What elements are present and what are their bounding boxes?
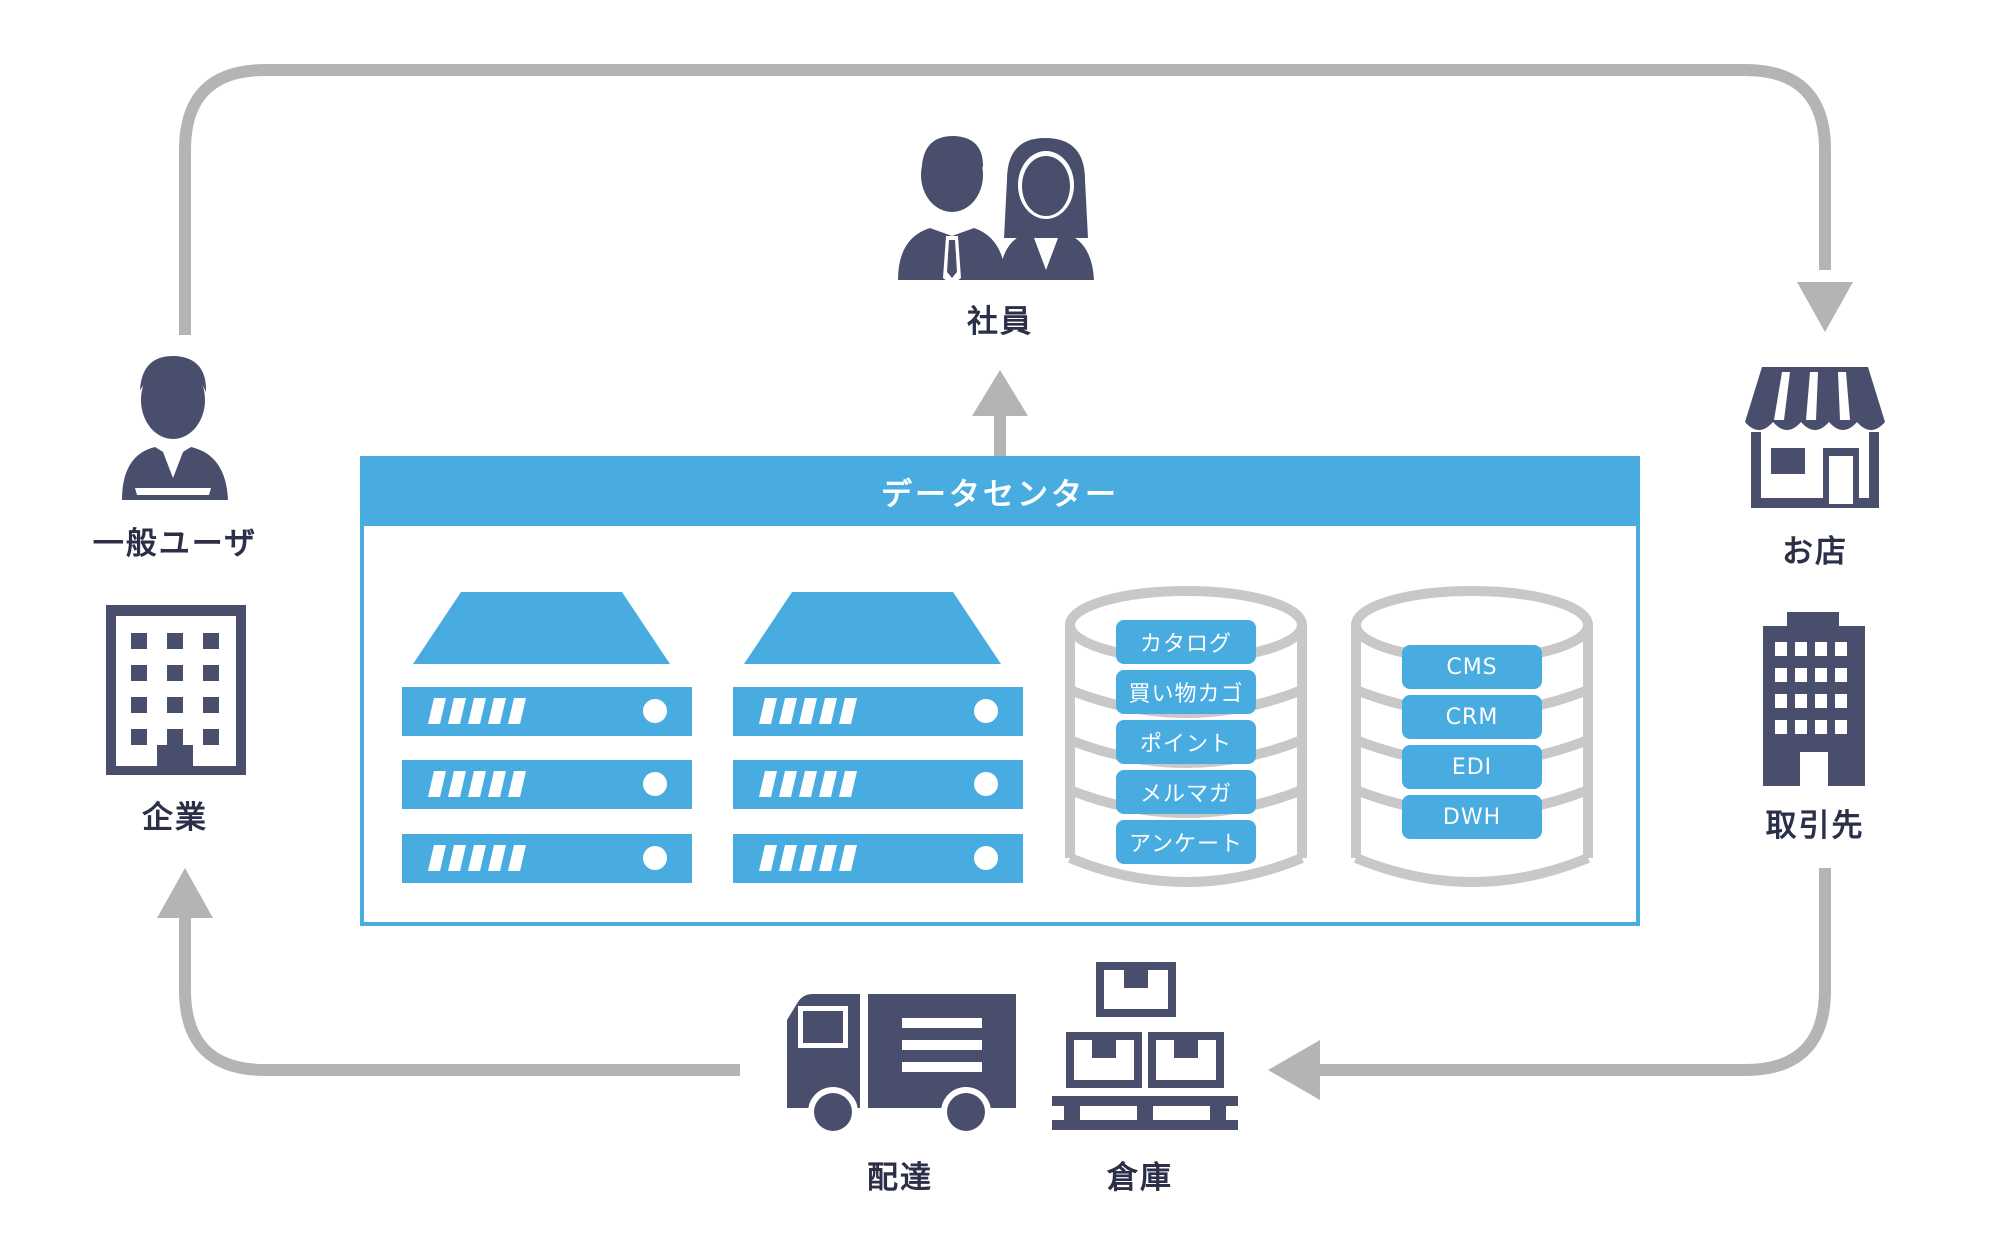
db-item-cms: CMS — [1402, 645, 1542, 689]
arrow-delivery-to-company — [179, 915, 740, 1076]
data-center-frame — [360, 456, 1640, 926]
arrow-head-down-shop — [1797, 282, 1853, 332]
storefront-icon — [1745, 367, 1885, 508]
label-company: 企業 — [142, 800, 208, 836]
label-delivery: 配達 — [867, 1160, 933, 1196]
label-general-user: 一般ユーザ — [92, 526, 258, 562]
office-building-icon — [106, 605, 246, 775]
db-item-cart: 買い物カゴ — [1116, 670, 1256, 714]
data-center-header — [360, 456, 1640, 526]
arrow-user-to-shop — [179, 64, 1831, 335]
db-item-survey: アンケート — [1116, 820, 1256, 864]
db-item-dwh: DWH — [1402, 795, 1542, 839]
db-item-edi: EDI — [1402, 745, 1542, 789]
delivery-truck-icon — [787, 994, 1016, 1137]
data-center-box — [360, 456, 1640, 926]
data-center-title: データセンター — [881, 476, 1119, 513]
flow-arrows — [179, 64, 1831, 1076]
arrow-partner-to-warehouse — [1315, 868, 1831, 1076]
arrow-head-left-warehouse — [1268, 1040, 1320, 1100]
arrow-head-up-employees — [972, 370, 1028, 416]
warehouse-boxes-icon — [1052, 962, 1238, 1130]
two-people-icon — [898, 135, 1094, 285]
db-item-catalog: カタログ — [1116, 620, 1256, 664]
db-item-points: ポイント — [1116, 720, 1256, 764]
label-shop: お店 — [1782, 534, 1848, 570]
person-icon — [122, 355, 228, 500]
server-icon — [733, 592, 1023, 883]
db-item-newsletter: メルマガ — [1116, 770, 1256, 814]
label-business-partner: 取引先 — [1765, 808, 1865, 844]
tall-building-icon — [1763, 612, 1865, 786]
label-warehouse: 倉庫 — [1107, 1160, 1173, 1196]
db-item-crm: CRM — [1402, 695, 1542, 739]
label-employees: 社員 — [967, 304, 1033, 340]
arrow-heads — [157, 282, 1853, 1100]
server-icon — [402, 592, 692, 883]
arrow-head-up-company — [157, 868, 213, 918]
